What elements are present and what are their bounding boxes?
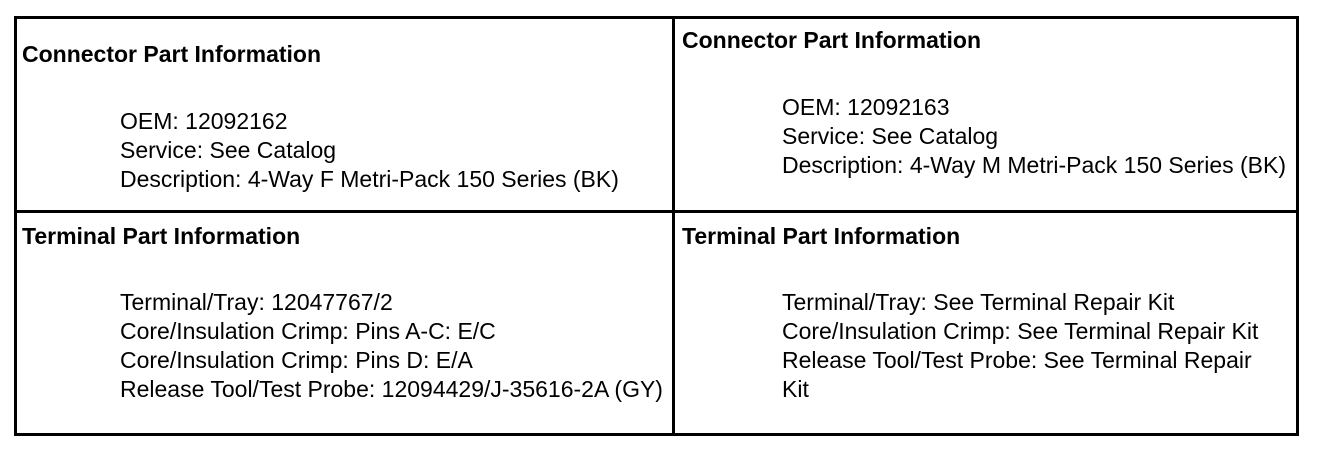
crimp-line: Core/Insulation Crimp: Pins D: E/A <box>120 347 473 373</box>
terminal-details-left: Terminal/Tray: 12047767/2 Core/Insulatio… <box>120 288 668 404</box>
terminal-tray-line: Terminal/Tray: 12047767/2 <box>120 289 393 315</box>
oem-line: OEM: 12092162 <box>120 108 288 134</box>
terminal-tray-line: Terminal/Tray: See Terminal Repair Kit <box>782 289 1175 315</box>
terminal-header-right: Terminal Part Information <box>682 223 961 249</box>
description-line: Description: 4-Way M Metri-Pack 150 Seri… <box>782 152 1287 178</box>
column-divider <box>672 16 675 436</box>
connector-details-right: OEM: 12092163 Service: See Catalog Descr… <box>782 93 1287 180</box>
terminal-details-right: Terminal/Tray: See Terminal Repair Kit C… <box>782 288 1282 404</box>
terminal-header-left: Terminal Part Information <box>22 223 301 249</box>
service-line: Service: See Catalog <box>782 123 999 149</box>
crimp-line: Core/Insulation Crimp: Pins A-C: E/C <box>120 318 496 344</box>
row-divider <box>14 210 1299 213</box>
connector-header-left: Connector Part Information <box>22 41 322 67</box>
oem-line: OEM: 12092163 <box>782 94 950 120</box>
release-tool-line: Release Tool/Test Probe: 12094429/J-3561… <box>120 376 663 402</box>
crimp-line: Core/Insulation Crimp: See Terminal Repa… <box>782 318 1259 344</box>
release-tool-line: Release Tool/Test Probe: See Terminal Re… <box>782 347 1252 402</box>
description-line: Description: 4-Way F Metri-Pack 150 Seri… <box>120 166 619 192</box>
parts-table <box>14 16 1299 436</box>
service-line: Service: See Catalog <box>120 137 337 163</box>
connector-details-left: OEM: 12092162 Service: See Catalog Descr… <box>120 107 665 194</box>
connector-header-right: Connector Part Information <box>682 27 982 53</box>
